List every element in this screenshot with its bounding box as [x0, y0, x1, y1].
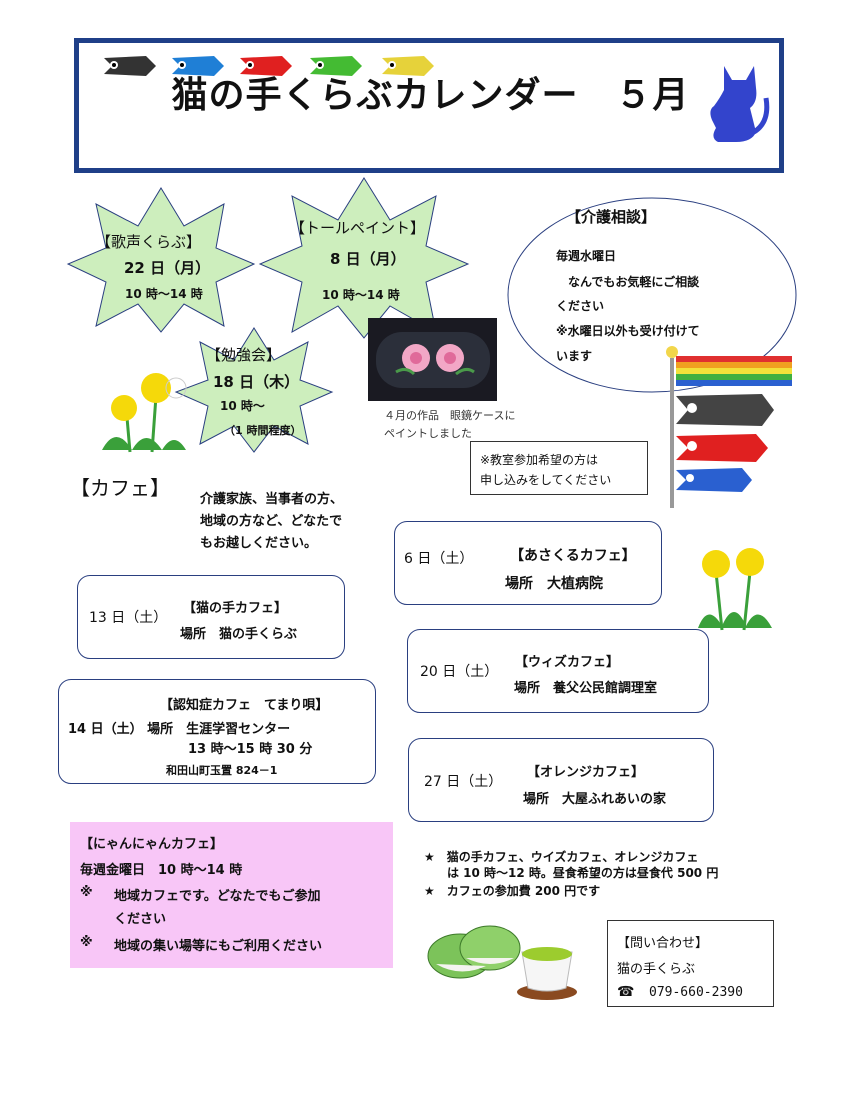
cafe-card-wiz [407, 629, 709, 713]
event-time: 10 時～14 時 [125, 287, 203, 301]
nyan-cafe-box [70, 822, 393, 968]
nyan-note: 地域の集い場等にもご利用ください [114, 939, 323, 954]
cafe-intro: 地域の方など、どなたで [200, 514, 343, 529]
contact-box [607, 920, 774, 1007]
consultation-line: なんでもお気軽にご相談 [568, 275, 700, 289]
event-star-shape [258, 177, 470, 339]
event-note: （1 時間程度） [224, 424, 302, 437]
rose-painting-icon [376, 332, 490, 388]
nyan-schedule: 毎週金曜日 10 時～14 時 [80, 863, 243, 878]
contact-title: 【問い合わせ】 [617, 936, 709, 951]
cafe-name: 【猫の手カフェ】 [183, 601, 288, 616]
cafe-address: 和田山町玉置 824－1 [166, 764, 278, 777]
cafe-place: 場所 大屋ふれあいの家 [523, 792, 667, 807]
kashiwa-mochi-icon [427, 925, 521, 979]
event-time: 10 時～ [220, 399, 265, 413]
nyan-title: 【にゃんにゃんカフェ】 [80, 837, 224, 852]
cafe-time: 13 時～15 時 30 分 [188, 742, 313, 757]
cafe-date-place: 14 日（土） 場所 生涯学習センター [68, 722, 291, 737]
event-name: 【勉強会】 [206, 346, 282, 364]
carp-icon [382, 56, 434, 76]
cafe-card-orange [408, 738, 714, 822]
glasses-case-photo [368, 318, 497, 401]
consultation-line: います [556, 349, 593, 363]
carp-icon [240, 56, 292, 76]
consultation-line: ※水曜日以外も受け付けて [556, 324, 700, 338]
cafe-name: 【あさくるカフェ】 [510, 548, 636, 564]
nyan-note-mark: ※ [80, 885, 93, 900]
dandelion-icon [698, 548, 772, 631]
carp-icon [310, 56, 362, 76]
consultation-ellipse [507, 197, 797, 393]
title-frame [74, 38, 784, 173]
consultation-line: ください [556, 299, 605, 313]
cafe-name: 【オレンジカフェ】 [527, 765, 645, 780]
info-note: は 10 時～12 時。昼食希望の方は昼食代 500 円 [447, 866, 719, 880]
green-tea-icon [517, 947, 577, 1000]
dandelion-icon [102, 373, 187, 453]
consultation-line: 毎週水曜日 [556, 249, 617, 263]
cafe-card-temari [58, 679, 376, 784]
cafe-heading: 【カフェ】 [70, 476, 170, 500]
event-star-shape [66, 187, 256, 333]
cafe-card-nekonote [77, 575, 345, 659]
event-name: 【トールペイント】 [290, 219, 426, 237]
nyan-note-mark: ※ [80, 935, 93, 950]
cafe-date: 13 日（土） [89, 610, 168, 626]
cafe-place: 場所 猫の手くらぶ [180, 627, 298, 642]
cafe-name: 【認知症カフェ てまり唄】 [160, 698, 329, 713]
carp-icon [104, 56, 156, 76]
info-note: ★ 猫の手カフェ、ウイズカフェ、オレンジカフェ [424, 850, 699, 864]
phone-icon: ☎ [617, 984, 635, 1000]
info-note: ★ カフェの参加費 200 円です [424, 884, 601, 898]
contact-phone[interactable]: 079-660-2390 [649, 985, 743, 1000]
cafe-place: 場所 大植病院 [505, 576, 603, 592]
contact-org: 猫の手くらぶ [617, 962, 696, 977]
cafe-name: 【ウィズカフェ】 [515, 655, 620, 670]
event-date: 22 日（月） [124, 259, 211, 277]
page-title: 猫の手くらぶカレンダー ５月 [171, 75, 690, 116]
consultation-title: 【介護相談】 [566, 208, 657, 226]
notice-line: 申し込みをしてください [480, 473, 612, 487]
nyan-note: 地域カフェです。どなたでもご参加 [114, 889, 321, 904]
cafe-card-asakuru [394, 521, 662, 605]
koinobori-icon [666, 346, 792, 508]
photo-caption: ４月の作品 眼鏡ケースに [384, 409, 516, 422]
event-star-shape [174, 327, 334, 453]
event-time: 10 時～14 時 [322, 288, 400, 302]
event-date: 18 日（木） [213, 373, 300, 391]
cafe-intro: 介護家族、当事者の方、 [200, 492, 344, 507]
carp-icon [172, 56, 224, 76]
cafe-place: 場所 養父公民館調理室 [514, 681, 658, 696]
cafe-date: 27 日（土） [424, 774, 503, 790]
notice-box [470, 441, 648, 495]
nyan-note: ください [114, 912, 167, 927]
cafe-date: 20 日（土） [420, 664, 499, 680]
photo-caption: ペイントしました [384, 427, 472, 440]
event-date: 8 日（月） [330, 250, 406, 268]
cat-icon [710, 66, 770, 142]
event-name: 【歌声くらぶ】 [96, 233, 202, 251]
notice-line: ※教室参加希望の方は [480, 453, 599, 467]
cafe-intro: もお越しください。 [200, 536, 318, 551]
cafe-date: 6 日（土） [404, 551, 474, 567]
